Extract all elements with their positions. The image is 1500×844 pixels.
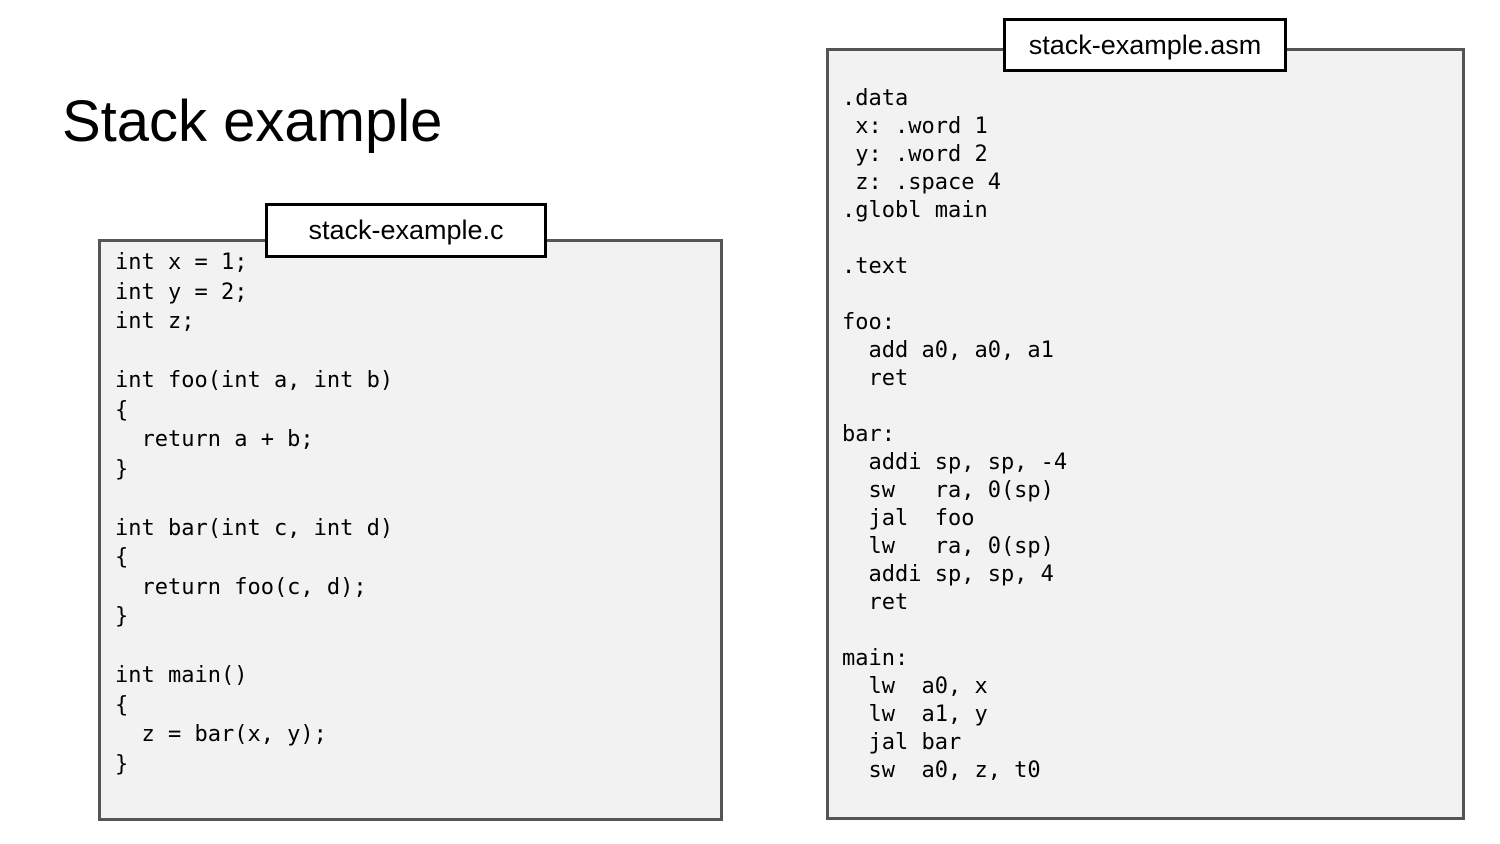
asm-source-code: .data x: .word 1 y: .word 2 z: .space 4 … bbox=[842, 86, 1068, 783]
asm-code-panel: .data x: .word 1 y: .word 2 z: .space 4 … bbox=[826, 48, 1465, 820]
c-code-panel: int x = 1; int y = 2; int z; int foo(int… bbox=[98, 239, 723, 821]
c-source-code: int x = 1; int y = 2; int z; int foo(int… bbox=[115, 250, 394, 777]
asm-file-label: stack-example.asm bbox=[1003, 18, 1287, 72]
page-title: Stack example bbox=[62, 89, 443, 154]
c-file-label-text: stack-example.c bbox=[308, 215, 504, 245]
asm-file-label-text: stack-example.asm bbox=[1028, 29, 1262, 60]
c-file-label: stack-example.c bbox=[265, 203, 547, 258]
